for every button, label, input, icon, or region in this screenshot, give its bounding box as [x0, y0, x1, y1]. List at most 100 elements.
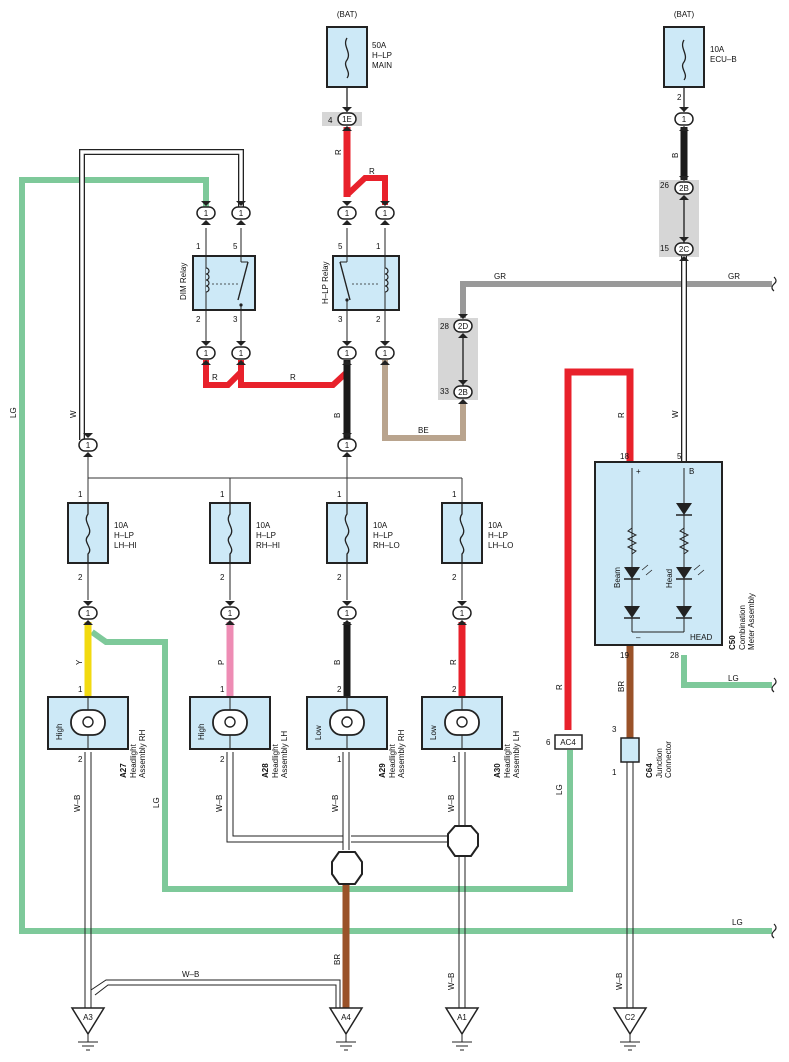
break-gr [771, 276, 777, 292]
wire-gr [460, 281, 772, 318]
wire-lg-inner [90, 629, 573, 892]
connector-2b-top: 2B [674, 176, 694, 200]
connector-ac4 [554, 734, 583, 750]
wl-r-lhlo: R [449, 659, 458, 665]
connector-hlp-bot-3: 1 [337, 341, 357, 365]
meter-b: B [689, 467, 694, 476]
fuse-rhlo-circuit: RH–LO [373, 541, 400, 550]
wl-wb-a28: W–B [215, 795, 224, 812]
fuse-rhhi [209, 502, 251, 600]
break-lg-meter [771, 677, 777, 693]
wl-gr-left: GR [494, 272, 506, 281]
diode-head [676, 606, 692, 618]
connector-fuse-lhlo-out-label: 1 [460, 609, 465, 618]
a27-pin-2: 2 [78, 755, 83, 764]
a30-name-2: Assembly LH [512, 731, 521, 778]
hlp-pin-1: 1 [376, 242, 381, 251]
fuse-ecub-name: ECU–B [710, 55, 737, 64]
connector-2b-bottom-label: 2B [458, 388, 468, 397]
headlight-a29: Low [306, 696, 388, 750]
meter-minus: – [636, 633, 641, 642]
a29-pin-2: 2 [337, 685, 342, 694]
junction-octagon-a [331, 851, 363, 885]
a30-pin-2: 2 [452, 685, 457, 694]
a29-pin-1: 1 [337, 755, 342, 764]
wire-lg-outer [19, 177, 772, 934]
connector-dim-top-1-label: 1 [204, 209, 209, 218]
connector-fuse-lhlo-out: 1 [452, 601, 472, 625]
fuse-main-circuit: MAIN [372, 61, 392, 70]
meter-name-1: Combination [738, 605, 747, 650]
a27-name-2: Assembly RH [138, 729, 147, 778]
junction-name-1: Junction [655, 748, 664, 778]
connector-dim-bot-2-label: 1 [204, 349, 209, 358]
wl-b-rhlo: B [333, 660, 342, 665]
pin-26: 26 [660, 181, 669, 190]
a28-name-2: Assembly LH [280, 731, 289, 778]
ground-label: A1 [457, 1013, 467, 1022]
headlight-a28-mode: High [197, 724, 206, 740]
wl-r-main: R [334, 149, 343, 155]
wire-r-dim-right [238, 360, 350, 388]
wl-br-meter: BR [617, 681, 626, 692]
wl-wb-c2: W–B [615, 973, 624, 990]
junction-name-2: Connector [664, 741, 673, 778]
wl-p: P [217, 660, 226, 665]
connector-1e: 1E [337, 107, 357, 131]
connector-bus-left-label: 1 [86, 441, 91, 450]
hlp-pin-2: 2 [376, 315, 381, 324]
wl-r-branch: R [369, 167, 375, 176]
resistor-head [678, 527, 690, 555]
fuse-rhlo [326, 502, 368, 600]
fuse-row [67, 502, 483, 600]
fuse-lhlo-name: H–LP [488, 531, 508, 540]
meter-pin-19: 19 [620, 651, 629, 660]
junction-pin-1: 1 [612, 768, 617, 777]
connector-dim-top-5: 1 [231, 201, 251, 225]
connector-hlp-top-1: 1 [375, 201, 395, 225]
wire-wb-group [84, 752, 634, 1008]
pin-2-ecub: 2 [677, 93, 682, 102]
connector-dim-bot-2: 1 [196, 341, 216, 365]
connector-fuse-rhhi-out: 1 [220, 601, 240, 625]
a28-name-1: Headlight [271, 743, 280, 778]
wl-lg-ac4: LG [555, 784, 564, 795]
hlp-relay [332, 228, 400, 342]
connector-fuse-lhhi-out: 1 [78, 601, 98, 625]
connector-ecub-1-label: 1 [682, 115, 687, 124]
wl-r-meter: R [617, 412, 626, 418]
led-beam [624, 567, 640, 579]
wl-lg-bottom: LG [732, 918, 743, 927]
connector-fuse-rhhi-out-label: 1 [228, 609, 233, 618]
ground-label: A3 [83, 1013, 93, 1022]
connector-2c-label: 2C [679, 245, 689, 254]
diode-beam [624, 606, 640, 618]
a29-name-1: Headlight [388, 743, 397, 778]
connector-dim-top-5-label: 1 [239, 209, 244, 218]
connector-1e-label: 1E [342, 115, 352, 124]
wl-wb-a27: W–B [73, 795, 82, 812]
ground-c2: C2 [612, 1007, 648, 1051]
fuse-lhlo [441, 502, 483, 600]
connector-bus-mid-label: 1 [345, 441, 350, 450]
connector-dim-bot-3: 1 [231, 341, 251, 365]
junction-octagon-b [447, 825, 479, 857]
meter-pin-18: 18 [620, 452, 629, 461]
diode-b [676, 503, 692, 515]
meter-head-caps: HEAD [690, 633, 712, 642]
junction-c64 [620, 737, 640, 763]
pin-4: 4 [328, 116, 333, 125]
ground-a1: A1 [444, 1007, 480, 1051]
connector-hlp-top-5-label: 1 [345, 209, 350, 218]
headlight-a27-mode: High [55, 724, 64, 740]
wire-be [382, 360, 466, 441]
fuse-lhlo-circuit: LH–LO [488, 541, 513, 550]
wl-r-dim-right: R [290, 373, 296, 382]
junction-pin-3: 3 [612, 725, 617, 734]
wl-wb-a30: W–B [447, 795, 456, 812]
a29-code: A29 [378, 763, 387, 778]
fuse-lhhi-pin-1: 1 [78, 490, 83, 499]
fuse-rhhi-circuit: RH–HI [256, 541, 280, 550]
a30-name-1: Headlight [503, 743, 512, 778]
